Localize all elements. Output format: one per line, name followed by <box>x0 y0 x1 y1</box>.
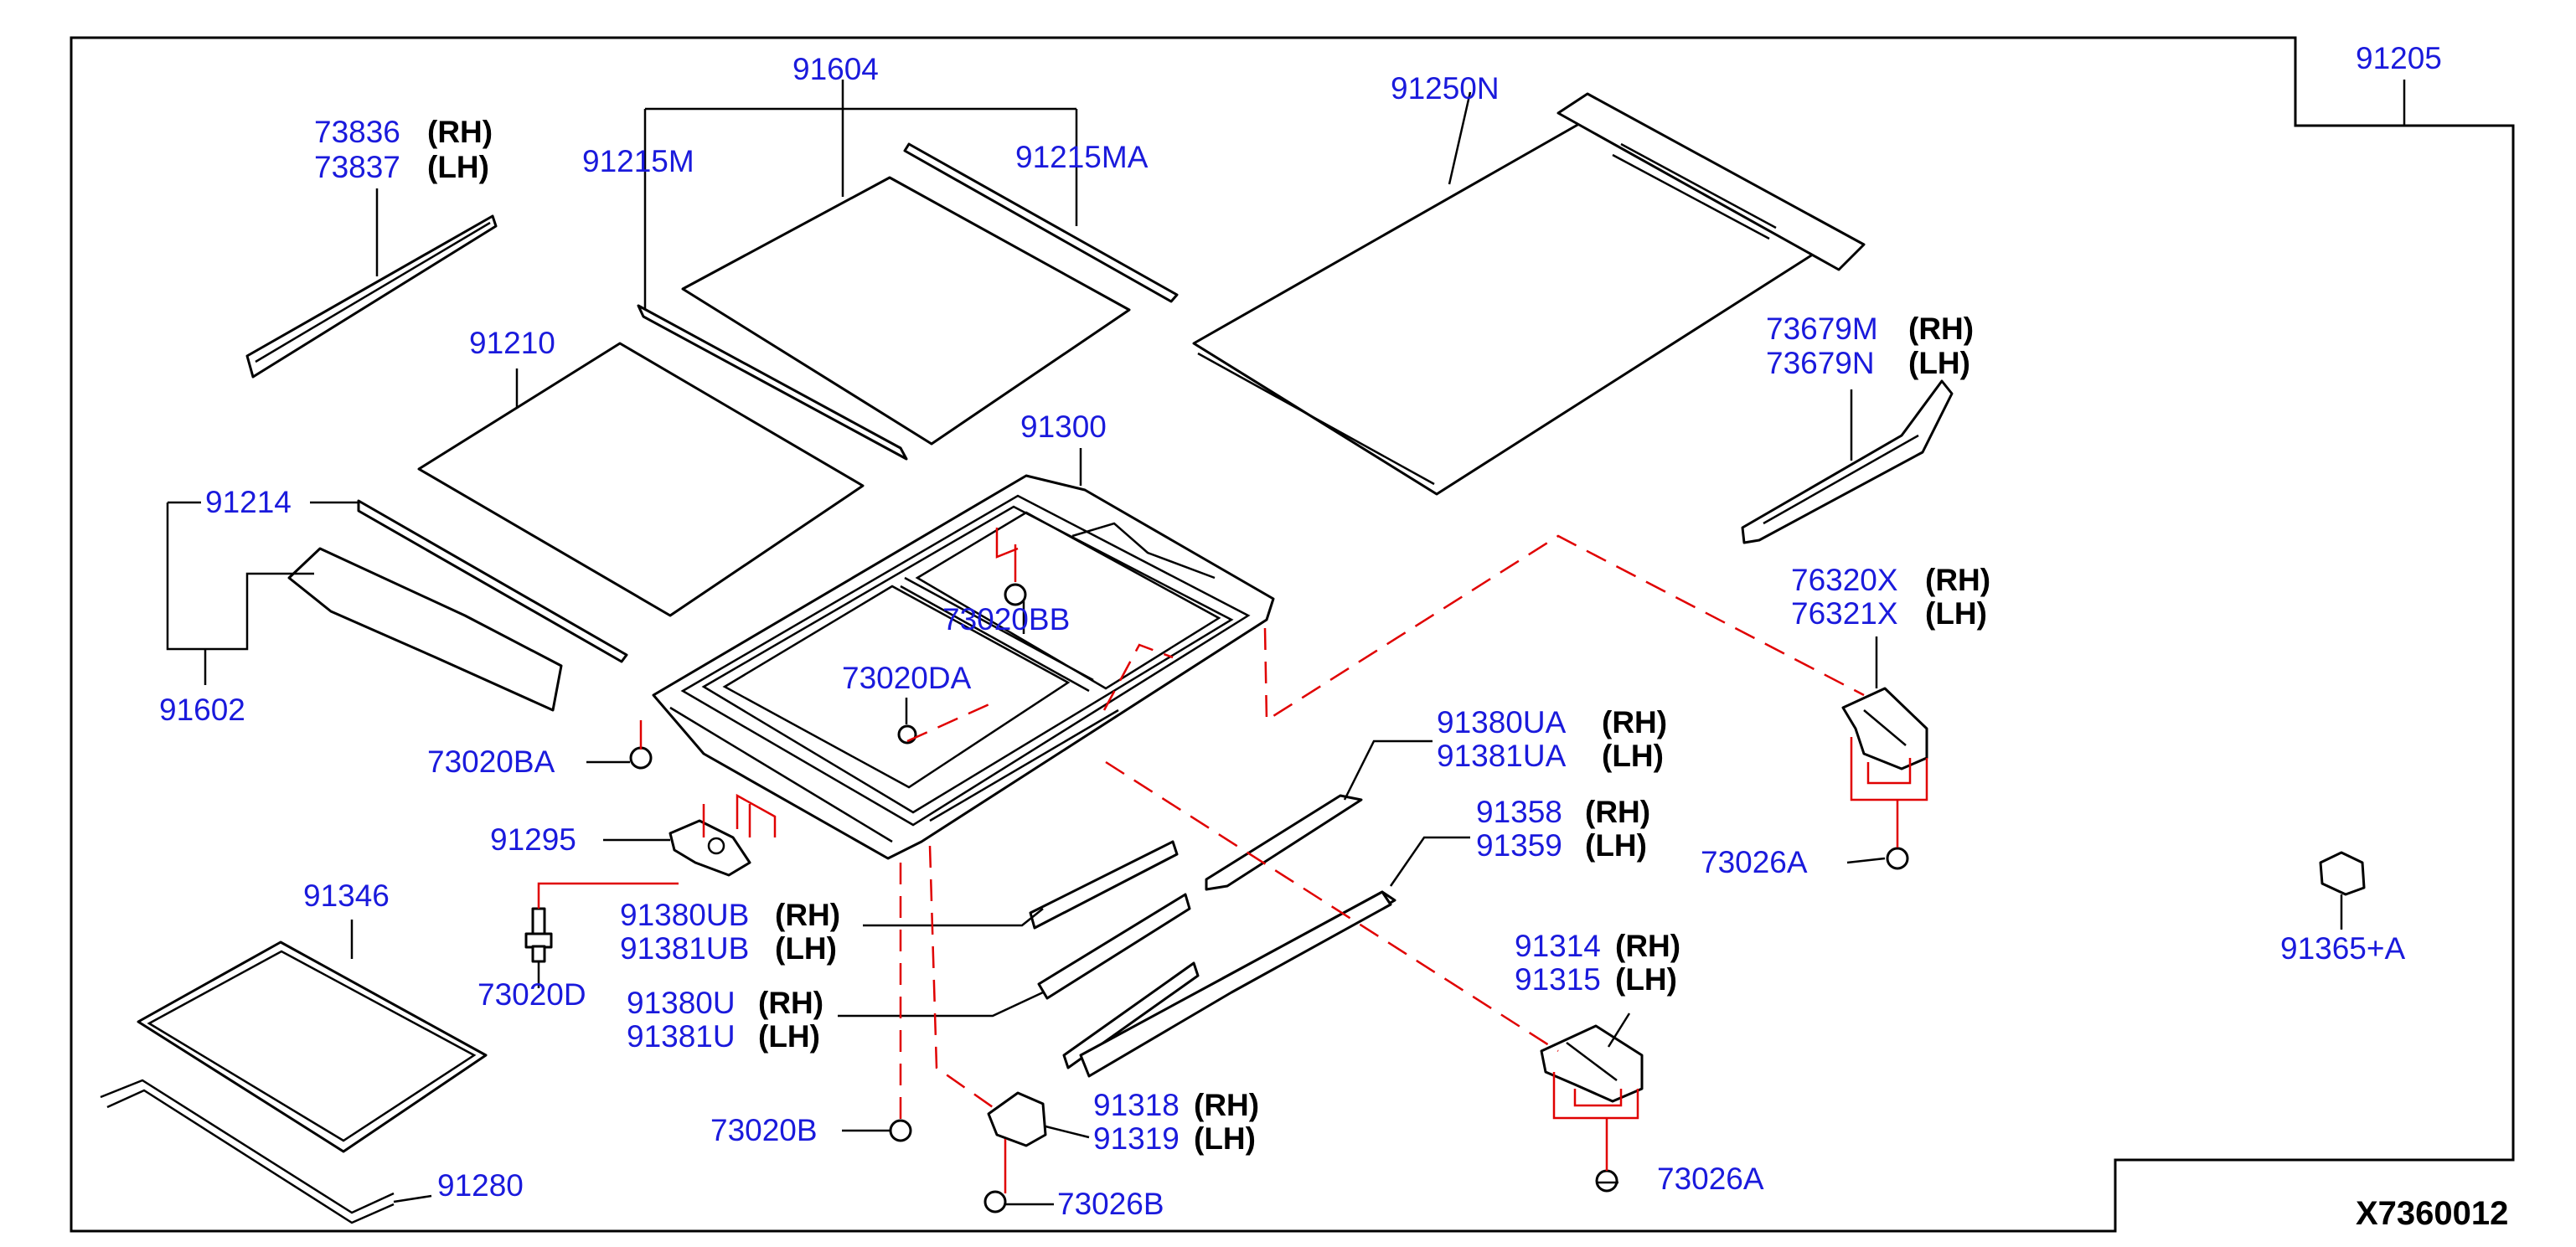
sunshade-part <box>1192 92 1866 496</box>
diagram-frame <box>70 36 2515 1233</box>
label-73020da: 73020DA <box>842 661 972 695</box>
label-73836-side: (RH) <box>427 115 493 149</box>
weatherstrip-part <box>137 940 488 1153</box>
label-73026a-upper: 73026A <box>1701 845 1808 879</box>
label-73679m-side: (RH) <box>1908 312 1974 346</box>
label-91381ub-side: (LH) <box>775 931 837 966</box>
label-91215m: 91215M <box>582 144 694 178</box>
label-91315-side: (LH) <box>1615 962 1677 997</box>
label-91359-side: (LH) <box>1585 828 1647 863</box>
label-91215ma: 91215MA <box>1015 140 1149 174</box>
drain-seal-part <box>100 1079 395 1224</box>
label-91381u-side: (LH) <box>758 1019 820 1054</box>
label-76320x: 76320X <box>1791 563 1898 597</box>
label-76320x-side: (RH) <box>1925 563 1990 597</box>
label-91380ua-side: (RH) <box>1602 705 1667 739</box>
label-91210: 91210 <box>469 326 555 360</box>
label-73020ba: 73020BA <box>427 745 555 779</box>
label-91602: 91602 <box>159 693 245 727</box>
label-76321x: 76321X <box>1791 596 1898 631</box>
label-91319-side: (LH) <box>1194 1121 1256 1156</box>
label-91381ub: 91381UB <box>620 931 749 966</box>
label-91250n: 91250N <box>1391 71 1500 106</box>
guide-lines <box>537 528 1928 1193</box>
sunroof-glass-rear-part <box>417 342 865 617</box>
label-73020b: 73020B <box>710 1113 818 1147</box>
side-bracket-part <box>1841 687 1928 770</box>
bolt-73020d-part <box>524 907 553 963</box>
label-91604: 91604 <box>792 52 879 86</box>
label-76321x-side: (LH) <box>1925 596 1987 631</box>
roof-rail-bracket-part <box>1741 379 1954 544</box>
label-73020d: 73020D <box>478 977 586 1012</box>
label-91358: 91358 <box>1476 795 1562 829</box>
label-91318: 91318 <box>1093 1088 1180 1122</box>
label-91205: 91205 <box>2356 41 2442 75</box>
label-73020bb: 73020BB <box>942 602 1070 636</box>
label-91380ub: 91380UB <box>620 898 749 932</box>
label-73836: 73836 <box>314 115 400 149</box>
wind-deflector-part <box>287 499 628 712</box>
label-91380ub-side: (RH) <box>775 898 840 932</box>
label-91318-side: (RH) <box>1194 1088 1259 1122</box>
clip-91365a-part <box>2319 851 2366 896</box>
label-91380ua: 91380UA <box>1437 705 1567 739</box>
label-91365a: 91365+A <box>2280 931 2405 966</box>
label-91380u: 91380U <box>627 986 736 1020</box>
bracket-91318-part <box>987 1091 1047 1147</box>
sunroof-frame-part <box>652 474 1275 860</box>
label-91315: 91315 <box>1515 962 1601 997</box>
drain-rail-parts <box>1029 794 1396 1078</box>
label-91295: 91295 <box>490 822 576 857</box>
label-91346: 91346 <box>303 879 390 913</box>
label-91314-side: (RH) <box>1615 929 1680 963</box>
label-73837-side: (LH) <box>427 150 489 184</box>
part-labels: 73836 (RH) 73837 (LH) 91604 91215M 91215… <box>159 41 2508 1232</box>
label-91380u-side: (RH) <box>758 986 823 1020</box>
bracket-91314-part <box>1540 1024 1644 1103</box>
label-91300: 91300 <box>1020 410 1107 444</box>
label-73679n: 73679N <box>1766 346 1875 380</box>
label-91358-side: (RH) <box>1585 795 1650 829</box>
leader-lines <box>166 80 2406 1206</box>
sunroof-glass-front-part <box>637 142 1179 461</box>
label-91381ua: 91381UA <box>1437 739 1567 773</box>
label-73026b: 73026B <box>1057 1187 1164 1221</box>
label-73837: 73837 <box>314 150 400 184</box>
label-91359: 91359 <box>1476 828 1562 863</box>
label-73679m: 73679M <box>1766 312 1878 346</box>
label-91319: 91319 <box>1093 1121 1180 1156</box>
diagram-id: X7360012 <box>2356 1195 2508 1232</box>
label-91214: 91214 <box>205 485 292 519</box>
label-73026a-lower: 73026A <box>1657 1162 1764 1196</box>
label-91280: 91280 <box>437 1168 524 1203</box>
label-91314: 91314 <box>1515 929 1601 963</box>
label-91381u: 91381U <box>627 1019 736 1054</box>
sunroof-motor-part <box>669 819 751 877</box>
roof-molding-part <box>245 214 498 379</box>
label-73679n-side: (LH) <box>1908 346 1970 380</box>
label-91381ua-side: (LH) <box>1602 739 1664 773</box>
